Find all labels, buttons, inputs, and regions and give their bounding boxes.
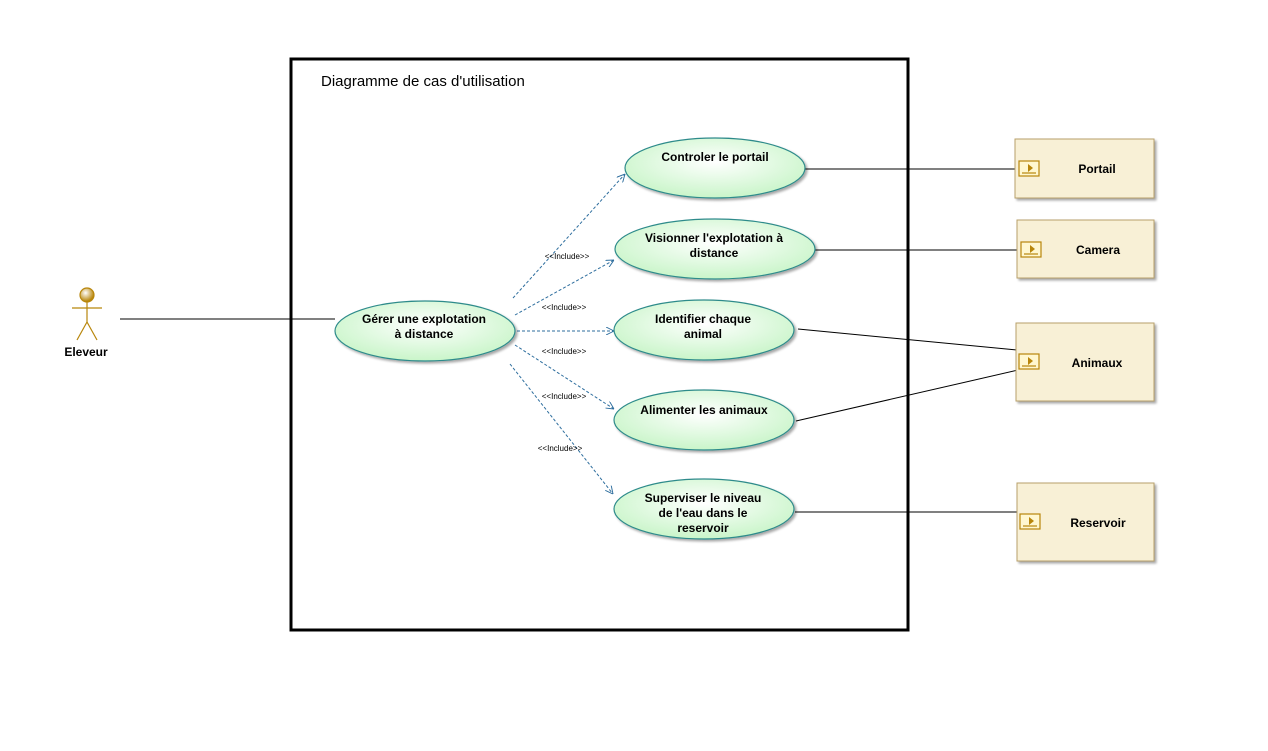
block-reservoir[interactable]: Reservoir bbox=[1016, 482, 1155, 562]
include-label-identifier: <<Include>> bbox=[542, 347, 587, 356]
actor-left-leg bbox=[76, 321, 88, 341]
assoc-animaux-identifier bbox=[797, 328, 1018, 351]
block-portail[interactable]: Portail bbox=[1014, 138, 1155, 199]
use-case-ellipse bbox=[334, 300, 516, 362]
use-case-label-line: Identifier chaque bbox=[655, 312, 751, 326]
block-label: Camera bbox=[1076, 243, 1120, 257]
include-label-controler: <<Include>> bbox=[545, 252, 590, 261]
use-case-ellipse bbox=[613, 389, 795, 451]
block-label: Reservoir bbox=[1070, 516, 1126, 530]
include-arrow-visionner bbox=[514, 260, 614, 316]
use-case-label-line: Visionner l'explotation à bbox=[645, 231, 783, 245]
use-case-label-line: distance bbox=[690, 246, 739, 260]
use-case-ellipse bbox=[614, 218, 816, 280]
block-icon bbox=[1018, 160, 1040, 177]
use-case-label-line: de l'eau dans le bbox=[659, 506, 748, 520]
actor-eleveur[interactable]: Eleveur bbox=[64, 287, 108, 359]
use-case-label-line: animal bbox=[684, 327, 722, 341]
system-title: Diagramme de cas d'utilisation bbox=[321, 73, 525, 90]
use-case-label-line: Alimenter les animaux bbox=[640, 403, 768, 417]
block-label: Animaux bbox=[1072, 356, 1123, 370]
block-icon bbox=[1018, 353, 1040, 370]
use-case-superviser-niveau-eau[interactable]: Superviser le niveau de l'eau dans le re… bbox=[613, 478, 795, 540]
use-case-identifier-animal[interactable]: Identifier chaque animal bbox=[613, 299, 795, 361]
block-animaux[interactable]: Animaux bbox=[1015, 322, 1155, 402]
use-case-ellipse bbox=[613, 299, 795, 361]
include-arrow-controler bbox=[512, 174, 625, 299]
include-relations: <<Include>> <<Include>> <<Include>> <<In… bbox=[509, 174, 625, 494]
include-arrow-superviser bbox=[509, 363, 613, 494]
block-camera[interactable]: Camera bbox=[1016, 219, 1155, 279]
use-case-ellipse bbox=[613, 478, 795, 540]
block-label: Portail bbox=[1078, 162, 1115, 176]
use-case-alimenter-animaux[interactable]: Alimenter les animaux bbox=[613, 389, 795, 451]
use-case-label-line: Superviser le niveau bbox=[645, 491, 762, 505]
use-case-visionner-explotation[interactable]: Visionner l'explotation à distance bbox=[614, 218, 816, 280]
use-case-label-line: Controler le portail bbox=[661, 150, 768, 164]
include-label-superviser: <<Include>> bbox=[538, 444, 583, 453]
block-associations bbox=[795, 168, 1028, 513]
use-case-label-line: à distance bbox=[395, 327, 454, 341]
use-case-label-line: Gérer une explotation bbox=[362, 312, 486, 326]
include-label-alimenter: <<Include>> bbox=[542, 392, 587, 401]
include-label-visionner: <<Include>> bbox=[542, 303, 587, 312]
actor-right-leg bbox=[86, 321, 98, 341]
block-icon bbox=[1020, 241, 1042, 258]
use-case-ellipse bbox=[624, 137, 806, 199]
actor-label: Eleveur bbox=[64, 345, 108, 359]
use-case-label-line: reservoir bbox=[677, 521, 729, 535]
block-icon bbox=[1019, 513, 1041, 530]
use-case-controler-portail[interactable]: Controler le portail bbox=[624, 137, 806, 199]
use-case-gerer-explotation[interactable]: Gérer une explotation à distance bbox=[334, 300, 516, 362]
assoc-animaux-alimenter bbox=[795, 367, 1028, 422]
system-boundary bbox=[289, 57, 910, 632]
actor-head bbox=[79, 287, 95, 303]
